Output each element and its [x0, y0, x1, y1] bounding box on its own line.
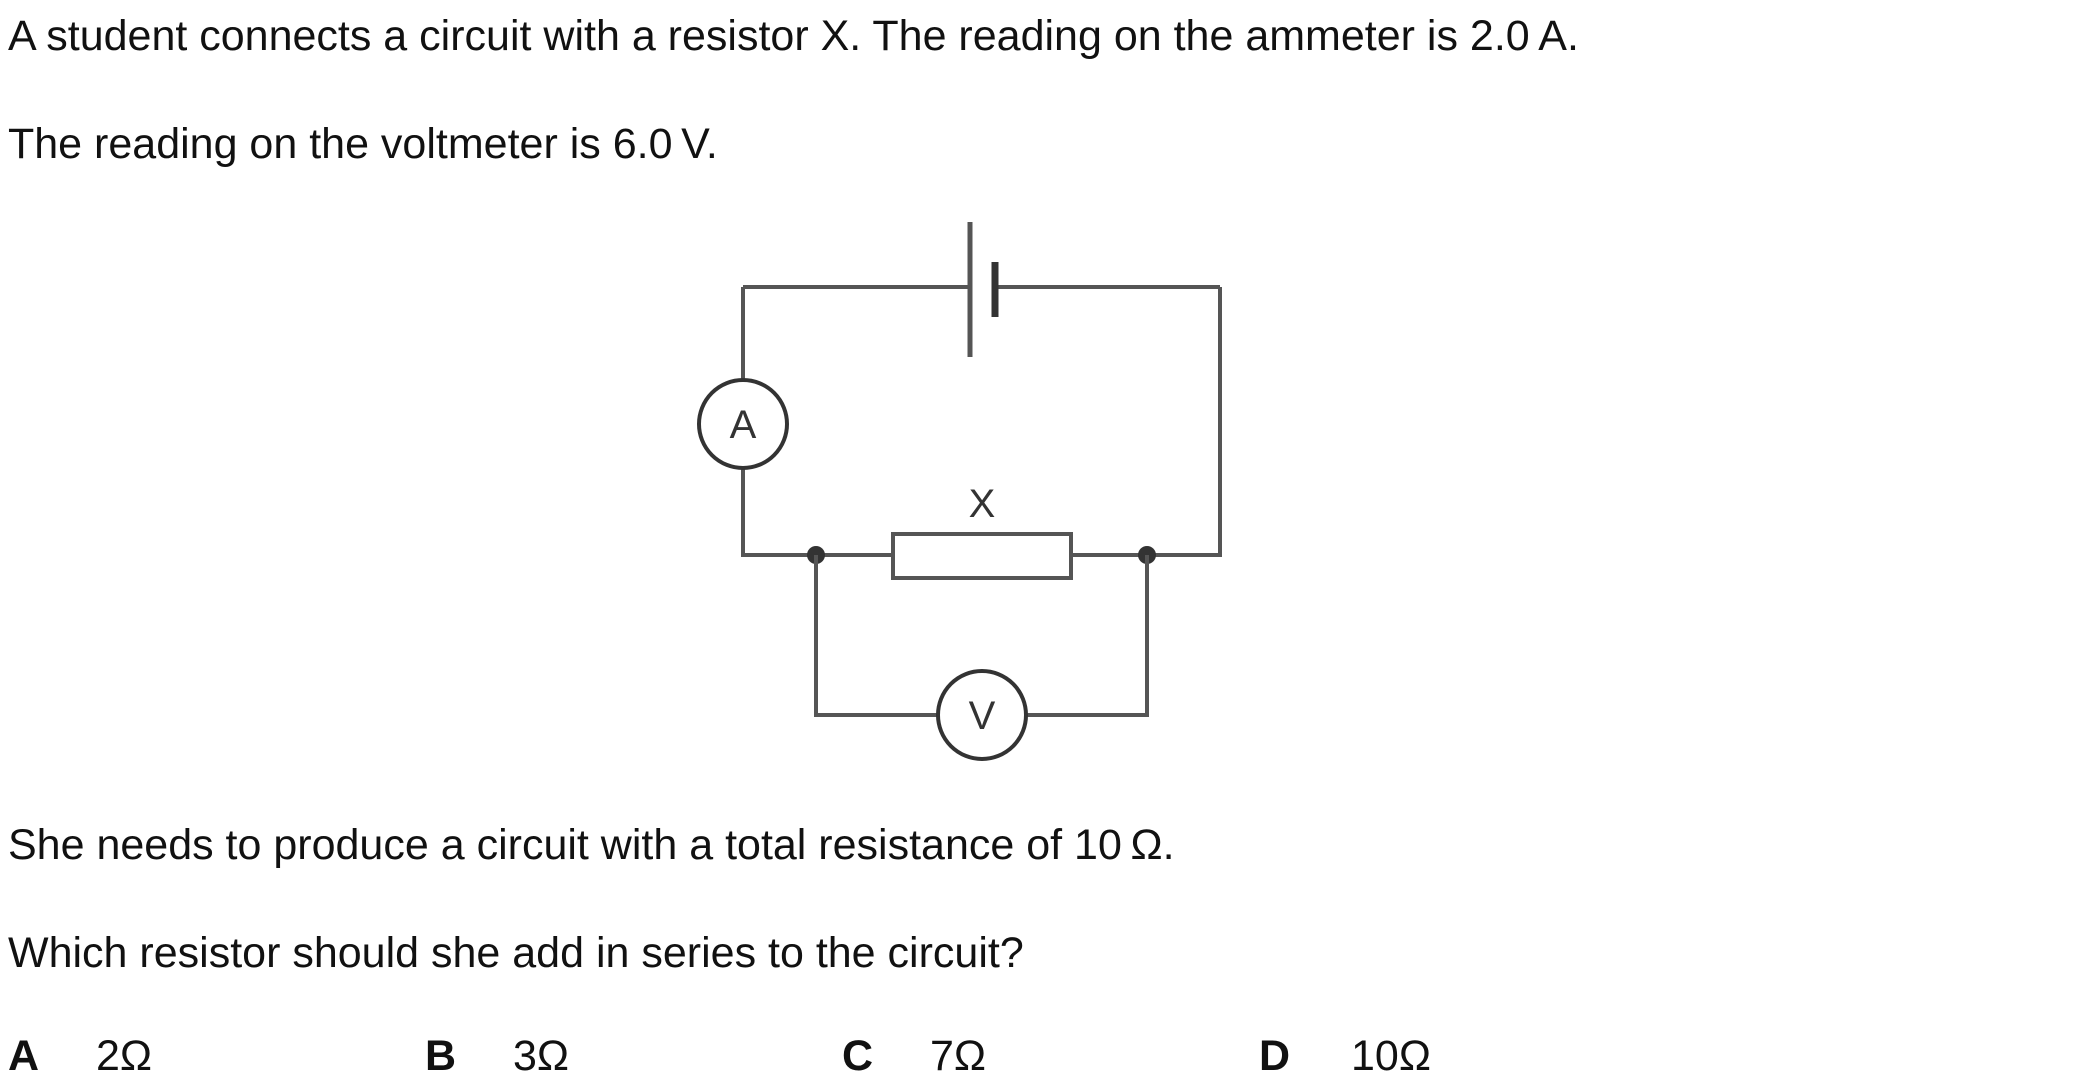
voltmeter-wire-right [1026, 555, 1149, 717]
voltmeter-wire-left [814, 555, 938, 717]
option-letter: C [842, 1032, 874, 1080]
target-resistance-line: She needs to produce a circuit with a to… [8, 821, 1175, 869]
answer-option-a[interactable]: A 2Ω [8, 1031, 152, 1081]
junction-right [1138, 546, 1156, 564]
option-value: 10Ω [1351, 1032, 1431, 1080]
ammeter-label: A [730, 403, 757, 447]
ammeter-symbol [697, 378, 789, 470]
option-value: 2Ω [96, 1032, 153, 1080]
voltmeter-label: V [969, 694, 996, 738]
right-wire [1147, 287, 1222, 557]
answer-option-c[interactable]: C 7Ω [842, 1031, 986, 1081]
resistor-x [891, 532, 1073, 580]
junction-left [807, 546, 825, 564]
question-intro-line: A student connects a circuit with a resi… [8, 12, 1579, 60]
option-letter: D [1259, 1032, 1291, 1080]
voltmeter-symbol [936, 669, 1028, 761]
answer-option-d[interactable]: D 10Ω [1259, 1031, 1431, 1081]
left-wire-lower [741, 468, 816, 557]
option-value: 3Ω [513, 1032, 570, 1080]
answer-option-b[interactable]: B 3Ω [425, 1031, 569, 1081]
resistor-label: X [969, 482, 996, 526]
option-letter: B [425, 1032, 457, 1080]
option-value: 7Ω [930, 1032, 987, 1080]
option-letter: A [8, 1032, 40, 1080]
voltmeter-reading-line: The reading on the voltmeter is 6.0 V. [8, 120, 718, 168]
question-prompt-line: Which resistor should she add in series … [8, 929, 1024, 977]
